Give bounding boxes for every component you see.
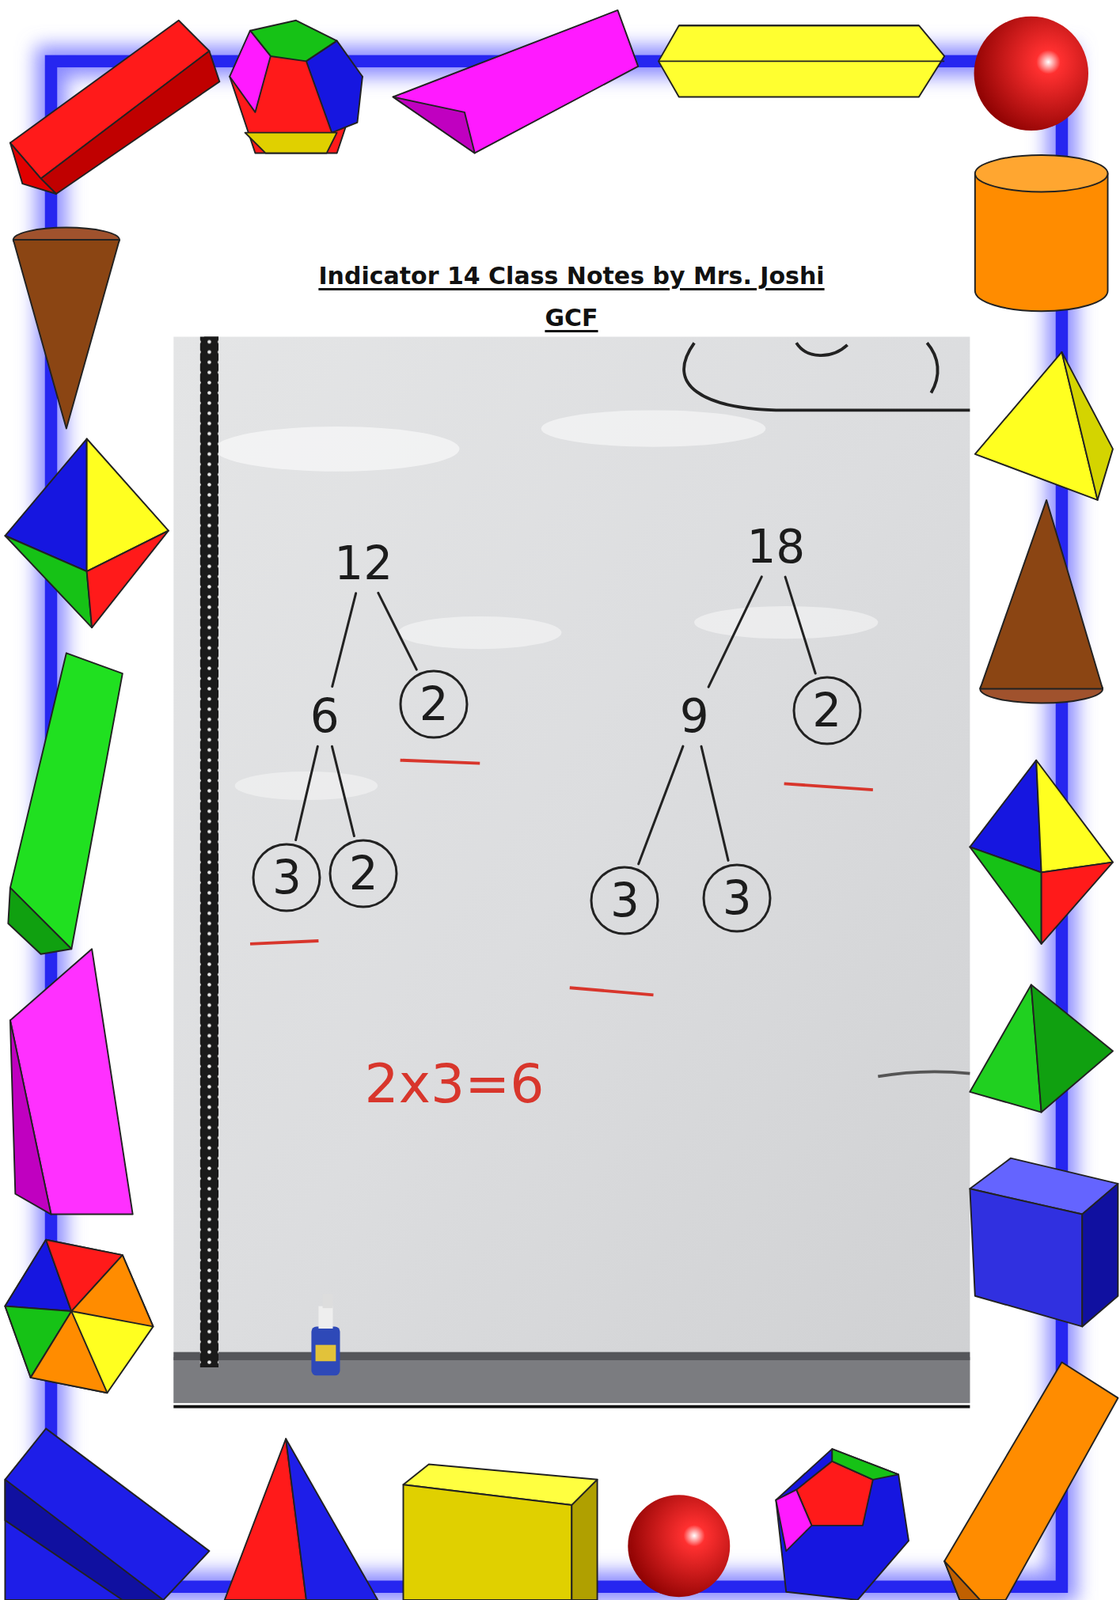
tree-branch [638,746,684,865]
prime-circle: 2 [398,669,469,740]
factor-value: 18 [746,523,805,570]
factor-value: 9 [679,693,710,740]
factor-number: 9 [675,690,714,742]
prime-circle: 2 [328,839,399,909]
factor-value: 2 [349,850,379,897]
circle-outline [253,844,320,912]
factor-number: 12 [330,538,397,589]
tree-branch [785,577,816,674]
tree-branch [708,577,762,688]
factor-number: 6 [306,690,344,742]
factor-value: 6 [310,693,340,740]
tree-branch [701,746,729,861]
circle-outline [400,671,467,738]
circle-outline [703,865,771,932]
prime-circle: 3 [702,863,772,934]
tree-branch [296,746,319,840]
page-title: Indicator 14 Class Notes by Mrs. Joshi [175,261,968,290]
circle-outline [591,867,658,934]
factor-value: 2 [419,681,449,728]
tree-branch [378,592,417,670]
factor-value: 12 [334,540,393,587]
prime-circle: 3 [589,865,660,936]
prime-circle: 2 [792,675,862,746]
factor-value: 3 [722,875,752,922]
tree-branch [332,593,357,688]
circle-outline [793,677,861,745]
worked-product: 2x3=6 [364,1057,544,1112]
tree-branch [332,746,355,836]
section-heading: GCF [175,303,968,332]
prime-circle: 3 [251,842,322,913]
circle-outline [330,840,397,908]
factor-value: 3 [610,877,640,924]
factor-value: 2 [812,687,842,734]
factor-value: 3 [272,854,302,901]
factor-number: 18 [742,521,809,573]
